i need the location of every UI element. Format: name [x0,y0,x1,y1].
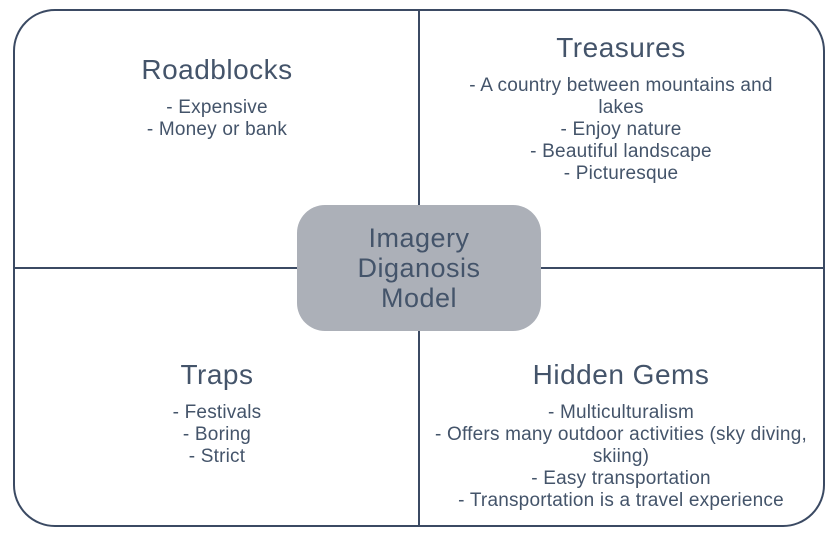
quadrant-hidden-gems: Hidden Gems - Multiculturalism- Offers m… [419,268,823,525]
quadrant-traps-title: Traps [180,359,254,390]
quadrant-item: - Picturesque [563,163,679,184]
model-title-line: Diganosis [357,253,481,283]
quadrant-hidden-gems-items: - Multiculturalism- Offers many outdoor … [425,402,817,512]
quadrant-item: - Money or bank [146,119,288,140]
model-title-line: Model [380,283,458,313]
diagram-outer-frame: Roadblocks - Expensive- Money or bank Tr… [13,9,825,527]
quadrant-item: - Multiculturalism [547,402,695,423]
quadrant-roadblocks: Roadblocks - Expensive- Money or bank [15,11,419,268]
quadrant-item: - Festivals [172,402,262,423]
quadrant-item: - A country between mountains and lakes [469,75,773,118]
quadrant-treasures: Treasures - A country between mountains … [419,11,823,268]
quadrant-treasures-title: Treasures [556,32,686,63]
quadrant-item: - Easy transportation [531,468,711,489]
model-title-line: Imagery [368,223,470,253]
quadrant-item: - Beautiful landscape [530,141,712,162]
quadrant-roadblocks-items: - Expensive- Money or bank [37,97,397,141]
quadrant-traps: Traps - Festivals- Boring- Strict [15,268,419,525]
quadrant-item: - Offers many outdoor activities (sky di… [435,424,807,467]
quadrant-item: - Strict [188,446,246,467]
model-title-box: Imagery Diganosis Model [297,205,541,331]
quadrant-hidden-gems-title: Hidden Gems [532,359,710,390]
quadrant-treasures-items: - A country between mountains and lakes-… [447,75,795,185]
quadrant-traps-items: - Festivals- Boring- Strict [37,402,397,468]
quadrant-item: - Expensive [166,97,268,118]
quadrant-item: - Boring [182,424,252,445]
quadrant-item: - Transportation is a travel experience [458,490,784,511]
quadrant-item: - Enjoy nature [560,119,682,140]
quadrant-roadblocks-title: Roadblocks [141,54,293,85]
